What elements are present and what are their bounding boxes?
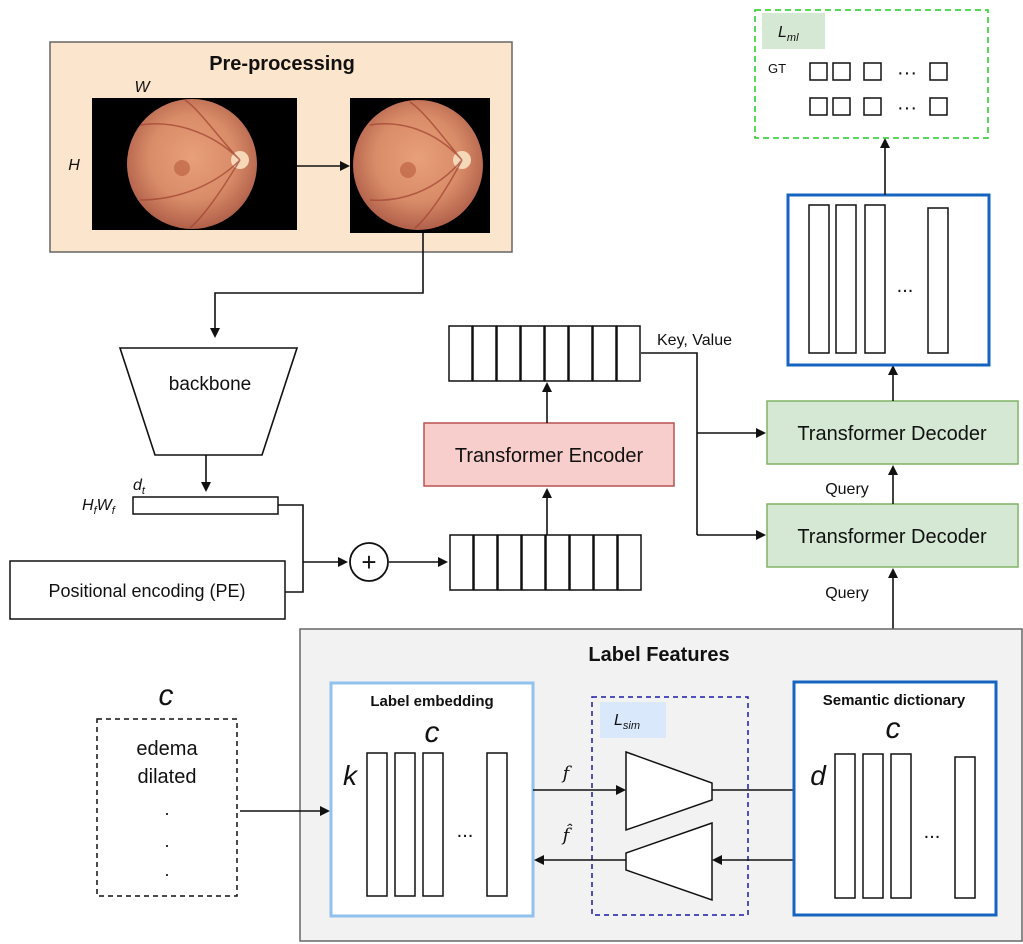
gt-row-2 — [809, 97, 948, 116]
transformer-decoder-bottom-label: Transformer Decoder — [797, 526, 987, 548]
transformer-encoder: Transformer Encoder — [423, 422, 675, 487]
input-token-sequence — [449, 534, 642, 591]
query-label-lower: Query — [825, 585, 869, 602]
label-item-dot-3: . — [164, 860, 169, 880]
transformer-decoder-top-label: Transformer Decoder — [797, 423, 987, 445]
label-embedding-box: Label embedding c k ... — [329, 681, 535, 918]
feature-dim-label: dt — [133, 477, 146, 497]
semantic-dictionary-row-label: d — [810, 760, 827, 791]
loss-ml-label: Lml — [778, 24, 799, 44]
transformer-encoder-label: Transformer Encoder — [455, 445, 644, 467]
query-label-upper: Query — [825, 481, 869, 498]
positional-encoding-label: Positional encoding (PE) — [48, 581, 245, 601]
plus-symbol: + — [361, 547, 376, 577]
label-features-title: Label Features — [588, 644, 729, 666]
label-item-dot-1: . — [164, 799, 169, 819]
width-label: W — [134, 79, 151, 96]
transformer-decoder-top: Transformer Decoder — [766, 400, 1019, 465]
loss-sim-label: Lsim — [614, 712, 640, 732]
backbone-label: backbone — [169, 374, 251, 395]
feature-len-label: HfWf — [82, 497, 116, 517]
loss-ml-box: Lml GT ··· ··· — [754, 9, 989, 139]
gt-row-1 — [809, 62, 948, 81]
semantic-dictionary-col-label: c — [886, 712, 901, 745]
fundus-image-processed — [350, 98, 490, 233]
key-value-label: Key, Value — [657, 332, 732, 349]
label-embedding-ellipsis: ... — [457, 820, 474, 842]
semantic-dictionary-box: Semantic dictionary c d ... — [792, 680, 998, 917]
projector-backward — [625, 821, 713, 902]
gt-row-2-ellipsis: ··· — [897, 97, 917, 119]
encoder-output-tokens — [448, 325, 641, 382]
loss-sim-box: Lsim — [591, 696, 749, 916]
projector-forward — [625, 750, 713, 832]
decoder-output-ellipsis: ... — [897, 275, 914, 297]
feature-to-plus-line — [278, 504, 304, 593]
label-item-edema: edema — [136, 738, 198, 760]
feature-map: dt HfWf — [82, 477, 279, 517]
label-item-dilated: dilated — [138, 766, 197, 788]
label-list-count: c — [159, 679, 174, 712]
label-item-dot-2: . — [164, 831, 169, 851]
transformer-decoder-bottom: Transformer Decoder — [766, 503, 1019, 568]
label-list: c edema dilated . . . — [96, 679, 238, 897]
semantic-dictionary-ellipsis: ... — [924, 821, 941, 843]
semantic-dictionary-title: Semantic dictionary — [823, 692, 966, 709]
backbone-block: backbone — [118, 347, 299, 456]
label-embedding-row-label: k — [343, 760, 359, 791]
gt-row-1-ellipsis: ··· — [897, 62, 917, 84]
fundus-image-original — [92, 98, 297, 230]
memory-to-decoders-line — [641, 352, 698, 535]
decoder-output-box: ... — [786, 193, 991, 367]
preprocessing-panel: Pre-processing W H — [49, 41, 513, 253]
positional-encoding-box: Positional encoding (PE) — [9, 560, 286, 620]
preprocessing-title: Pre-processing — [209, 53, 355, 75]
gt-label: GT — [768, 61, 786, 76]
plus-node: + — [349, 542, 389, 582]
label-embedding-title: Label embedding — [370, 693, 493, 710]
label-embedding-col-label: c — [425, 716, 440, 749]
preprocess-to-backbone-arrow — [210, 233, 424, 338]
height-label: H — [68, 157, 80, 174]
